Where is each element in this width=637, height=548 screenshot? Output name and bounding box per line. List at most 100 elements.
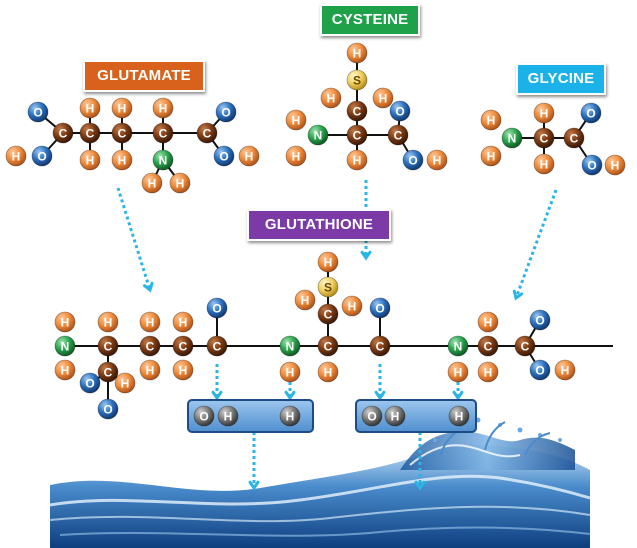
hydrogen-atom: H	[54, 359, 76, 381]
svg-text:O: O	[535, 314, 544, 328]
hydrogen-atom: H	[533, 102, 555, 124]
svg-text:C: C	[203, 127, 212, 141]
hydrogen-atom: H	[279, 405, 301, 427]
svg-text:H: H	[454, 366, 463, 380]
svg-text:H: H	[292, 114, 301, 128]
hydrogen-atom: H	[172, 359, 194, 381]
svg-text:C: C	[484, 340, 493, 354]
hydrogen-atom: H	[294, 289, 316, 311]
svg-text:H: H	[245, 150, 254, 164]
hydrogen-atom: H	[320, 87, 342, 109]
svg-text:H: H	[327, 92, 336, 106]
dotted-arrow-icon	[116, 187, 154, 293]
oxygen-atom: O	[79, 372, 101, 394]
svg-text:N: N	[159, 154, 168, 168]
svg-text:H: H	[146, 316, 155, 330]
carbon-atom: C	[346, 124, 368, 146]
carbon-atom: C	[97, 335, 119, 357]
hydrogen-atom: H	[554, 359, 576, 381]
glycine-label: GLYCINE	[516, 63, 606, 95]
hydrogen-atom: H	[97, 311, 119, 333]
hydrogen-atom: H	[139, 311, 161, 333]
svg-text:H: H	[540, 107, 549, 121]
carbon-atom: C	[477, 335, 499, 357]
svg-text:C: C	[86, 127, 95, 141]
hydrogen-atom: H	[447, 361, 469, 383]
hydrogen-atom: H	[139, 359, 161, 381]
svg-text:C: C	[213, 340, 222, 354]
svg-text:O: O	[587, 159, 596, 173]
oxygen-atom: O	[580, 102, 602, 124]
dotted-arrow-icon	[248, 432, 260, 491]
svg-text:H: H	[286, 366, 295, 380]
hydrogen-atom: H	[141, 172, 163, 194]
svg-text:S: S	[324, 281, 332, 295]
svg-text:H: H	[148, 177, 157, 191]
svg-text:C: C	[59, 127, 68, 141]
hydrogen-atom: H	[480, 109, 502, 131]
svg-text:C: C	[159, 127, 168, 141]
svg-text:O: O	[85, 377, 94, 391]
hydrogen-atom: H	[480, 145, 502, 167]
hydrogen-atom: H	[341, 295, 363, 317]
oxygen-atom: O	[361, 405, 383, 427]
nitrogen-atom: N	[501, 127, 523, 149]
svg-text:O: O	[212, 302, 221, 316]
hydrogen-atom: H	[346, 149, 368, 171]
svg-text:C: C	[570, 132, 579, 146]
water-release-box	[187, 399, 314, 433]
carbon-atom: C	[317, 335, 339, 357]
glutathione-label: GLUTATHIONE	[247, 209, 391, 241]
oxygen-atom: O	[27, 101, 49, 123]
sulfur-atom: S	[317, 276, 339, 298]
svg-text:H: H	[286, 410, 295, 424]
hydrogen-atom: H	[114, 372, 136, 394]
hydrogen-atom: H	[533, 153, 555, 175]
sulfur-atom: S	[346, 69, 368, 91]
svg-text:H: H	[179, 316, 188, 330]
carbon-atom: C	[97, 361, 119, 383]
svg-text:H: H	[324, 256, 333, 270]
carbon-atom: C	[387, 124, 409, 146]
carbon-atom: C	[79, 122, 101, 144]
svg-text:O: O	[408, 154, 417, 168]
oxygen-atom: O	[31, 145, 53, 167]
svg-text:H: H	[611, 159, 620, 173]
svg-text:C: C	[118, 127, 127, 141]
svg-text:C: C	[394, 129, 403, 143]
svg-text:H: H	[179, 364, 188, 378]
svg-text:O: O	[219, 150, 228, 164]
svg-text:H: H	[159, 102, 168, 116]
svg-text:H: H	[104, 316, 113, 330]
svg-text:H: H	[176, 177, 185, 191]
dotted-arrow-icon	[211, 364, 223, 401]
carbon-atom: C	[563, 127, 585, 149]
svg-text:O: O	[221, 106, 230, 120]
svg-text:H: H	[487, 114, 496, 128]
svg-text:H: H	[118, 154, 127, 168]
svg-text:H: H	[348, 300, 357, 314]
oxygen-atom: O	[206, 297, 228, 319]
hydrogen-atom: H	[384, 405, 406, 427]
svg-text:H: H	[121, 377, 130, 391]
oxygen-atom: O	[215, 101, 237, 123]
hydrogen-atom: H	[5, 145, 27, 167]
hydrogen-atom: H	[238, 145, 260, 167]
svg-text:C: C	[324, 308, 333, 322]
glutamate-label: GLUTAMATE	[83, 60, 205, 92]
hydrogen-atom: H	[346, 42, 368, 64]
oxygen-atom: O	[402, 149, 424, 171]
svg-text:O: O	[37, 150, 46, 164]
nitrogen-atom: N	[447, 335, 469, 357]
carbon-atom: C	[52, 122, 74, 144]
svg-text:H: H	[61, 316, 70, 330]
svg-text:C: C	[324, 340, 333, 354]
hydrogen-atom: H	[477, 311, 499, 333]
svg-text:H: H	[86, 154, 95, 168]
hydrogen-atom: H	[111, 97, 133, 119]
svg-text:H: H	[353, 47, 362, 61]
hydrogen-atom: H	[477, 361, 499, 383]
hydrogen-atom: H	[79, 97, 101, 119]
svg-text:H: H	[391, 410, 400, 424]
carbon-atom: C	[317, 303, 339, 325]
